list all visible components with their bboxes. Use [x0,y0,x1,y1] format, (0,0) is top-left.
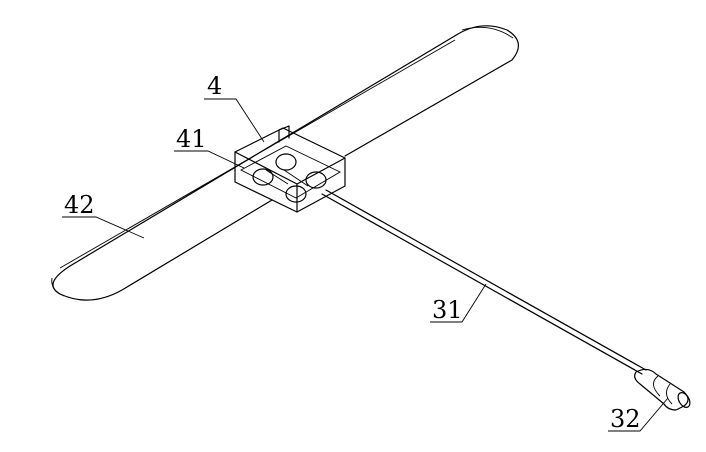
leader-line-31 [430,283,487,323]
label-4: 4 [207,72,222,100]
leader-line-41 [174,150,245,169]
label-42: 42 [64,191,95,219]
leader-line-4 [204,98,265,143]
label-group-32: 32 [608,397,669,433]
connector-32 [634,368,691,411]
led-cluster-41 [252,153,327,203]
housing-4 [234,125,346,213]
label-group-42: 42 [62,191,145,239]
label-group-41: 41 [174,125,245,169]
label-group-31: 31 [430,283,487,324]
label-31: 31 [432,296,463,324]
leader-line-42 [62,216,145,239]
label-32: 32 [610,405,641,433]
label-41: 41 [176,125,207,153]
cable-31 [321,189,647,375]
leader-line-32 [608,397,669,432]
label-group-4: 4 [204,72,265,143]
